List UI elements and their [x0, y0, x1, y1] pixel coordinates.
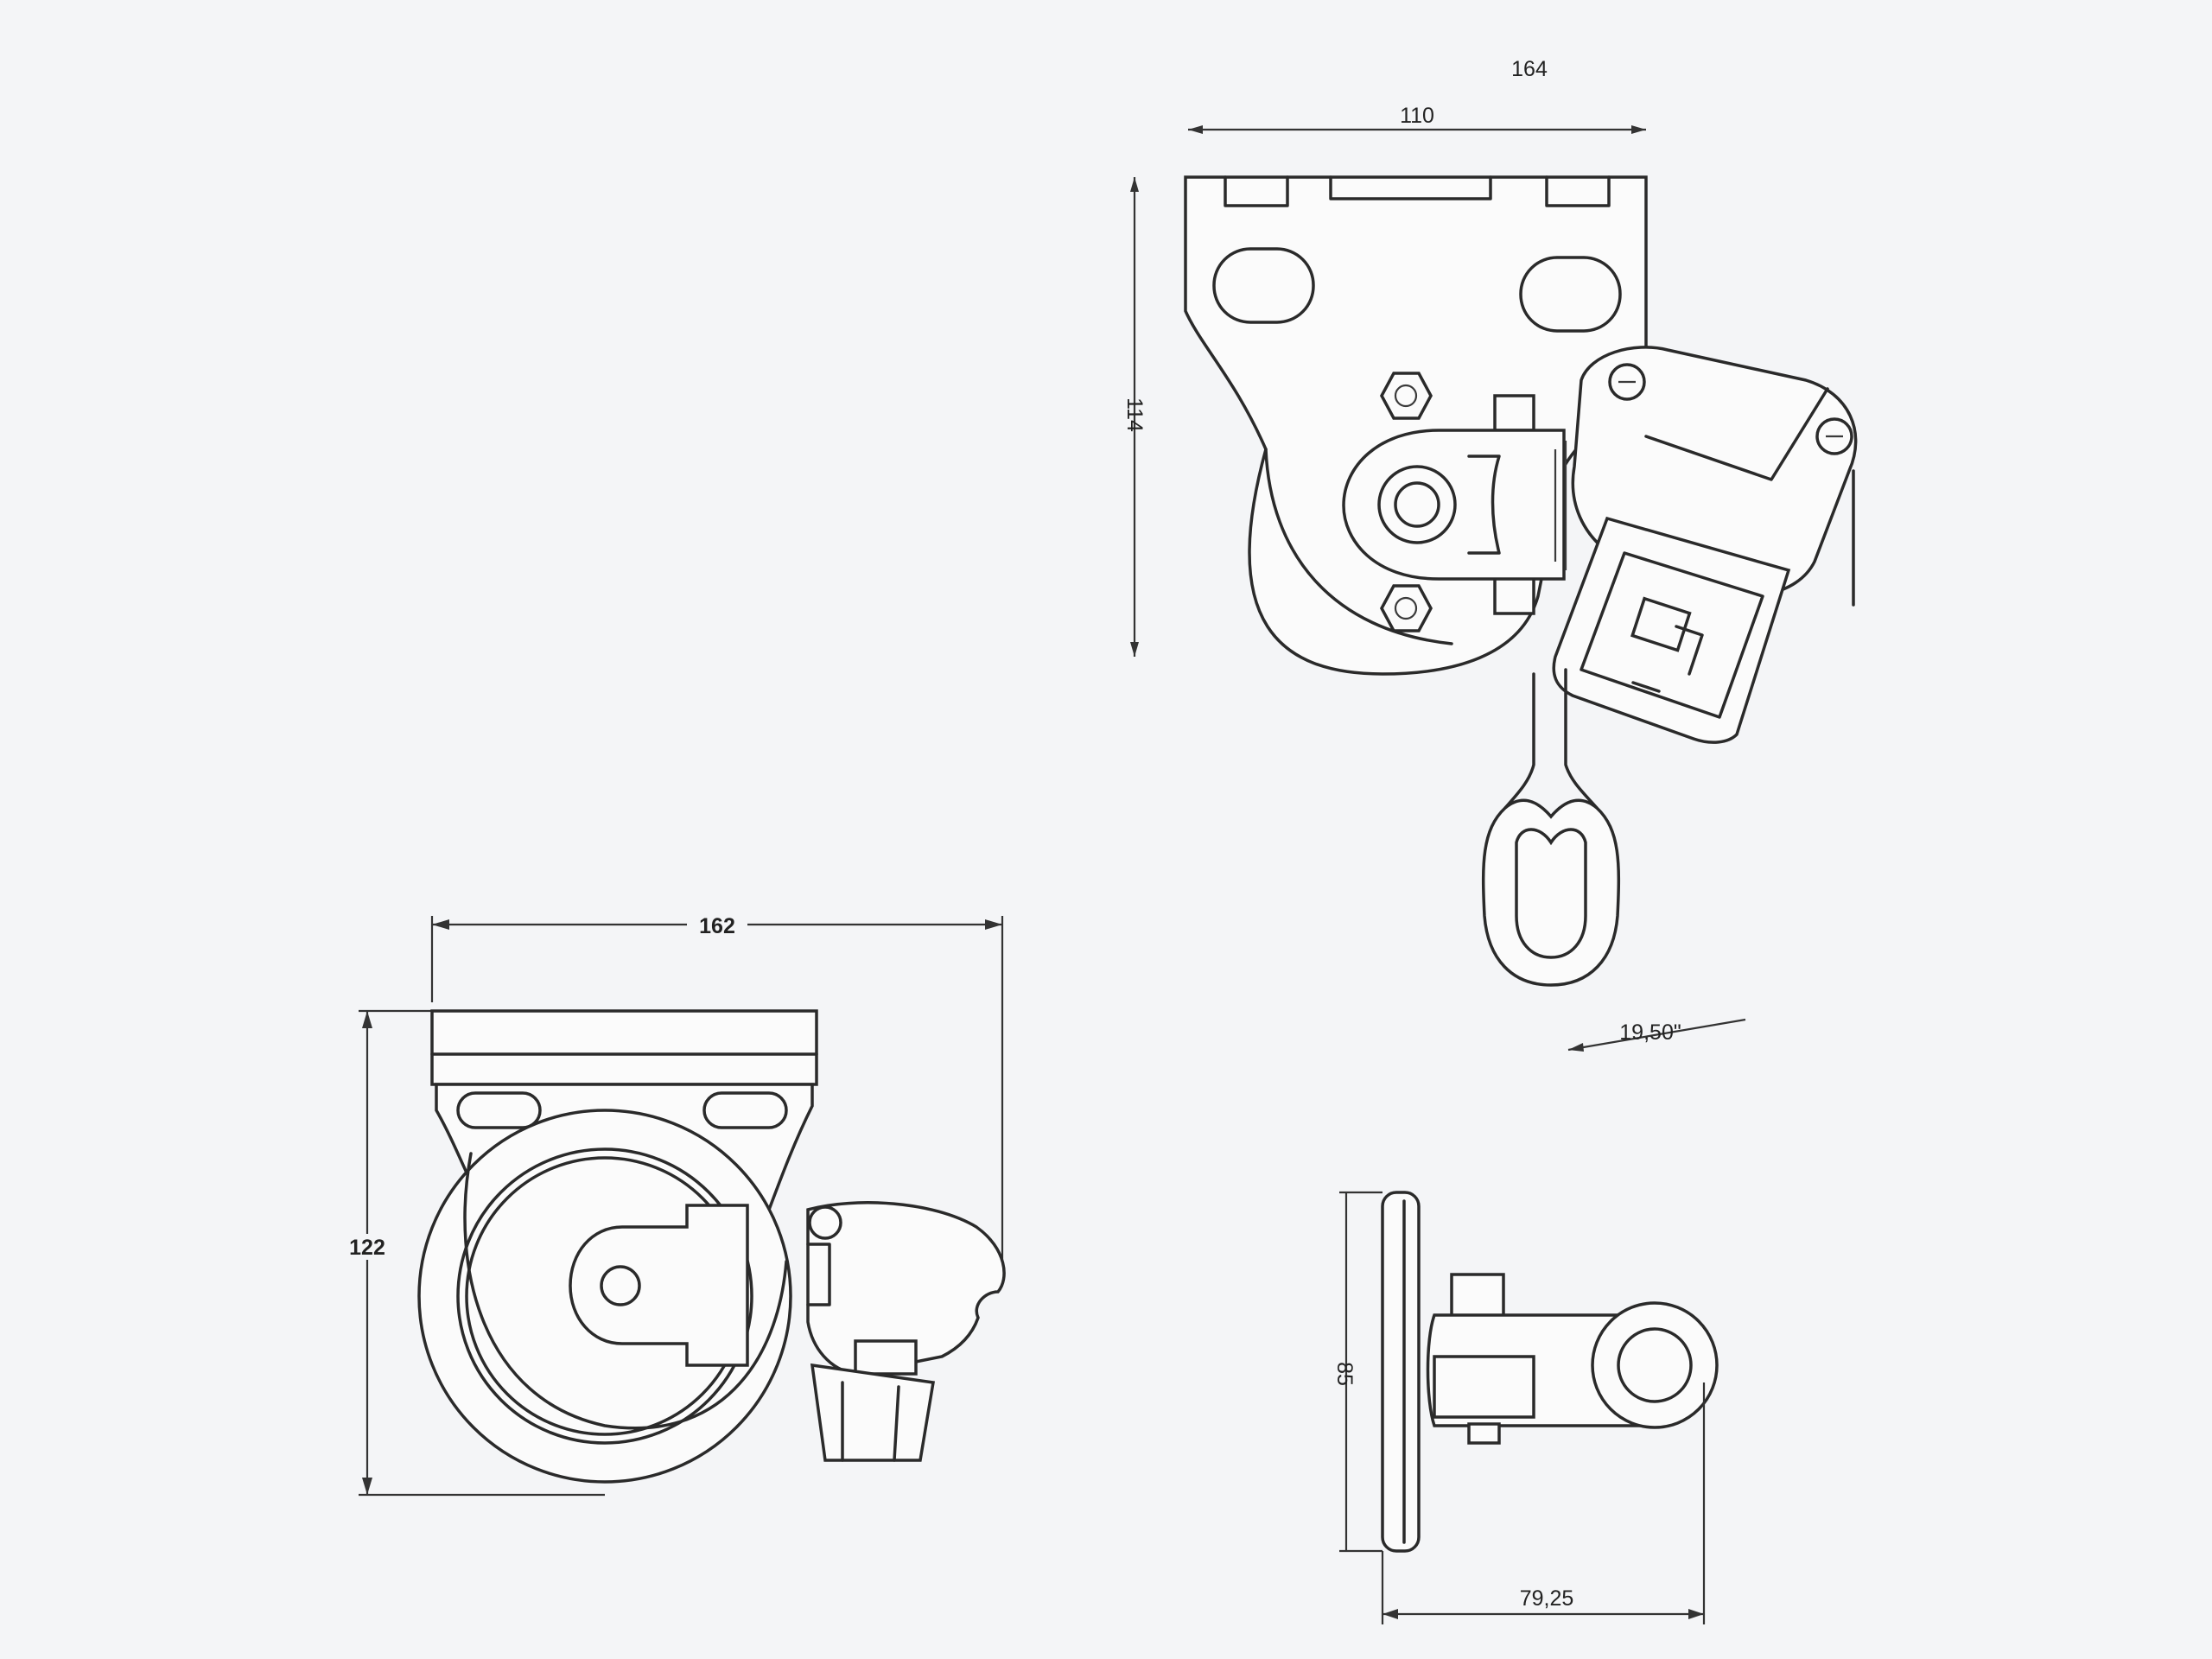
dim-162-label: 162 — [699, 914, 735, 938]
side-plate — [1381, 1191, 1421, 1553]
crank-shaft-housing — [810, 1363, 936, 1462]
bracket-slot-right — [702, 1091, 788, 1129]
top-bar — [430, 1009, 818, 1086]
side-bottom-nub — [1467, 1422, 1501, 1445]
hub-gear-edge — [1554, 441, 1567, 570]
front-view: 162 122 — [341, 912, 1006, 1497]
coupling-key — [1630, 596, 1692, 652]
plate-notch-center — [1329, 175, 1492, 200]
top-view: 164 110 114 — [1122, 57, 1858, 1052]
hex-nut-top — [1380, 372, 1433, 420]
crank-shaft-lines — [841, 1381, 900, 1462]
hub-cutout — [1467, 454, 1501, 555]
dim-79-25-label: 79,25 — [1520, 1586, 1574, 1611]
hub-bore — [1394, 481, 1440, 528]
bracket-slot-left — [456, 1091, 542, 1129]
dim-164-label: 164 — [1511, 57, 1548, 81]
dim-85-label: 85 — [1332, 1362, 1357, 1386]
plate-inner-arc — [1264, 448, 1453, 645]
hub-tab-bottom — [1493, 573, 1535, 615]
coupling-detail — [1631, 625, 1704, 693]
mounting-slot-right — [1519, 256, 1622, 333]
plate-notch-right — [1545, 175, 1611, 207]
drive-plate — [569, 1204, 749, 1367]
side-top-nub — [1450, 1273, 1505, 1318]
coupling-inner — [1580, 551, 1764, 719]
side-body-block — [1433, 1355, 1535, 1419]
drum-ring — [456, 1147, 753, 1445]
drive-bore — [600, 1265, 641, 1306]
hub-tab-top — [1493, 394, 1535, 432]
crank-gearbox-top — [854, 1339, 918, 1376]
plate-notch-left — [1224, 175, 1289, 207]
dim-110-label: 110 — [1400, 104, 1434, 128]
hex-nut-bottom — [1380, 584, 1433, 632]
dim-line-19-50 — [1567, 1018, 1746, 1052]
mounting-slot-left — [1212, 247, 1315, 324]
dim-122-label: 122 — [349, 1236, 385, 1260]
gearbox-seam — [1644, 387, 1829, 481]
side-drum-bore — [1617, 1327, 1693, 1403]
side-view: 85 79,25 — [1332, 1191, 1719, 1624]
dim-114-label: 114 — [1122, 397, 1147, 432]
dim-19-50-label: 19,50" — [1619, 1020, 1681, 1045]
crank-pin — [808, 1205, 842, 1240]
hook-eye-inner — [1515, 828, 1587, 959]
crank-clip — [806, 1243, 831, 1306]
drum-crossing-arc — [463, 1152, 788, 1430]
hook-shaft-left — [1503, 672, 1535, 810]
